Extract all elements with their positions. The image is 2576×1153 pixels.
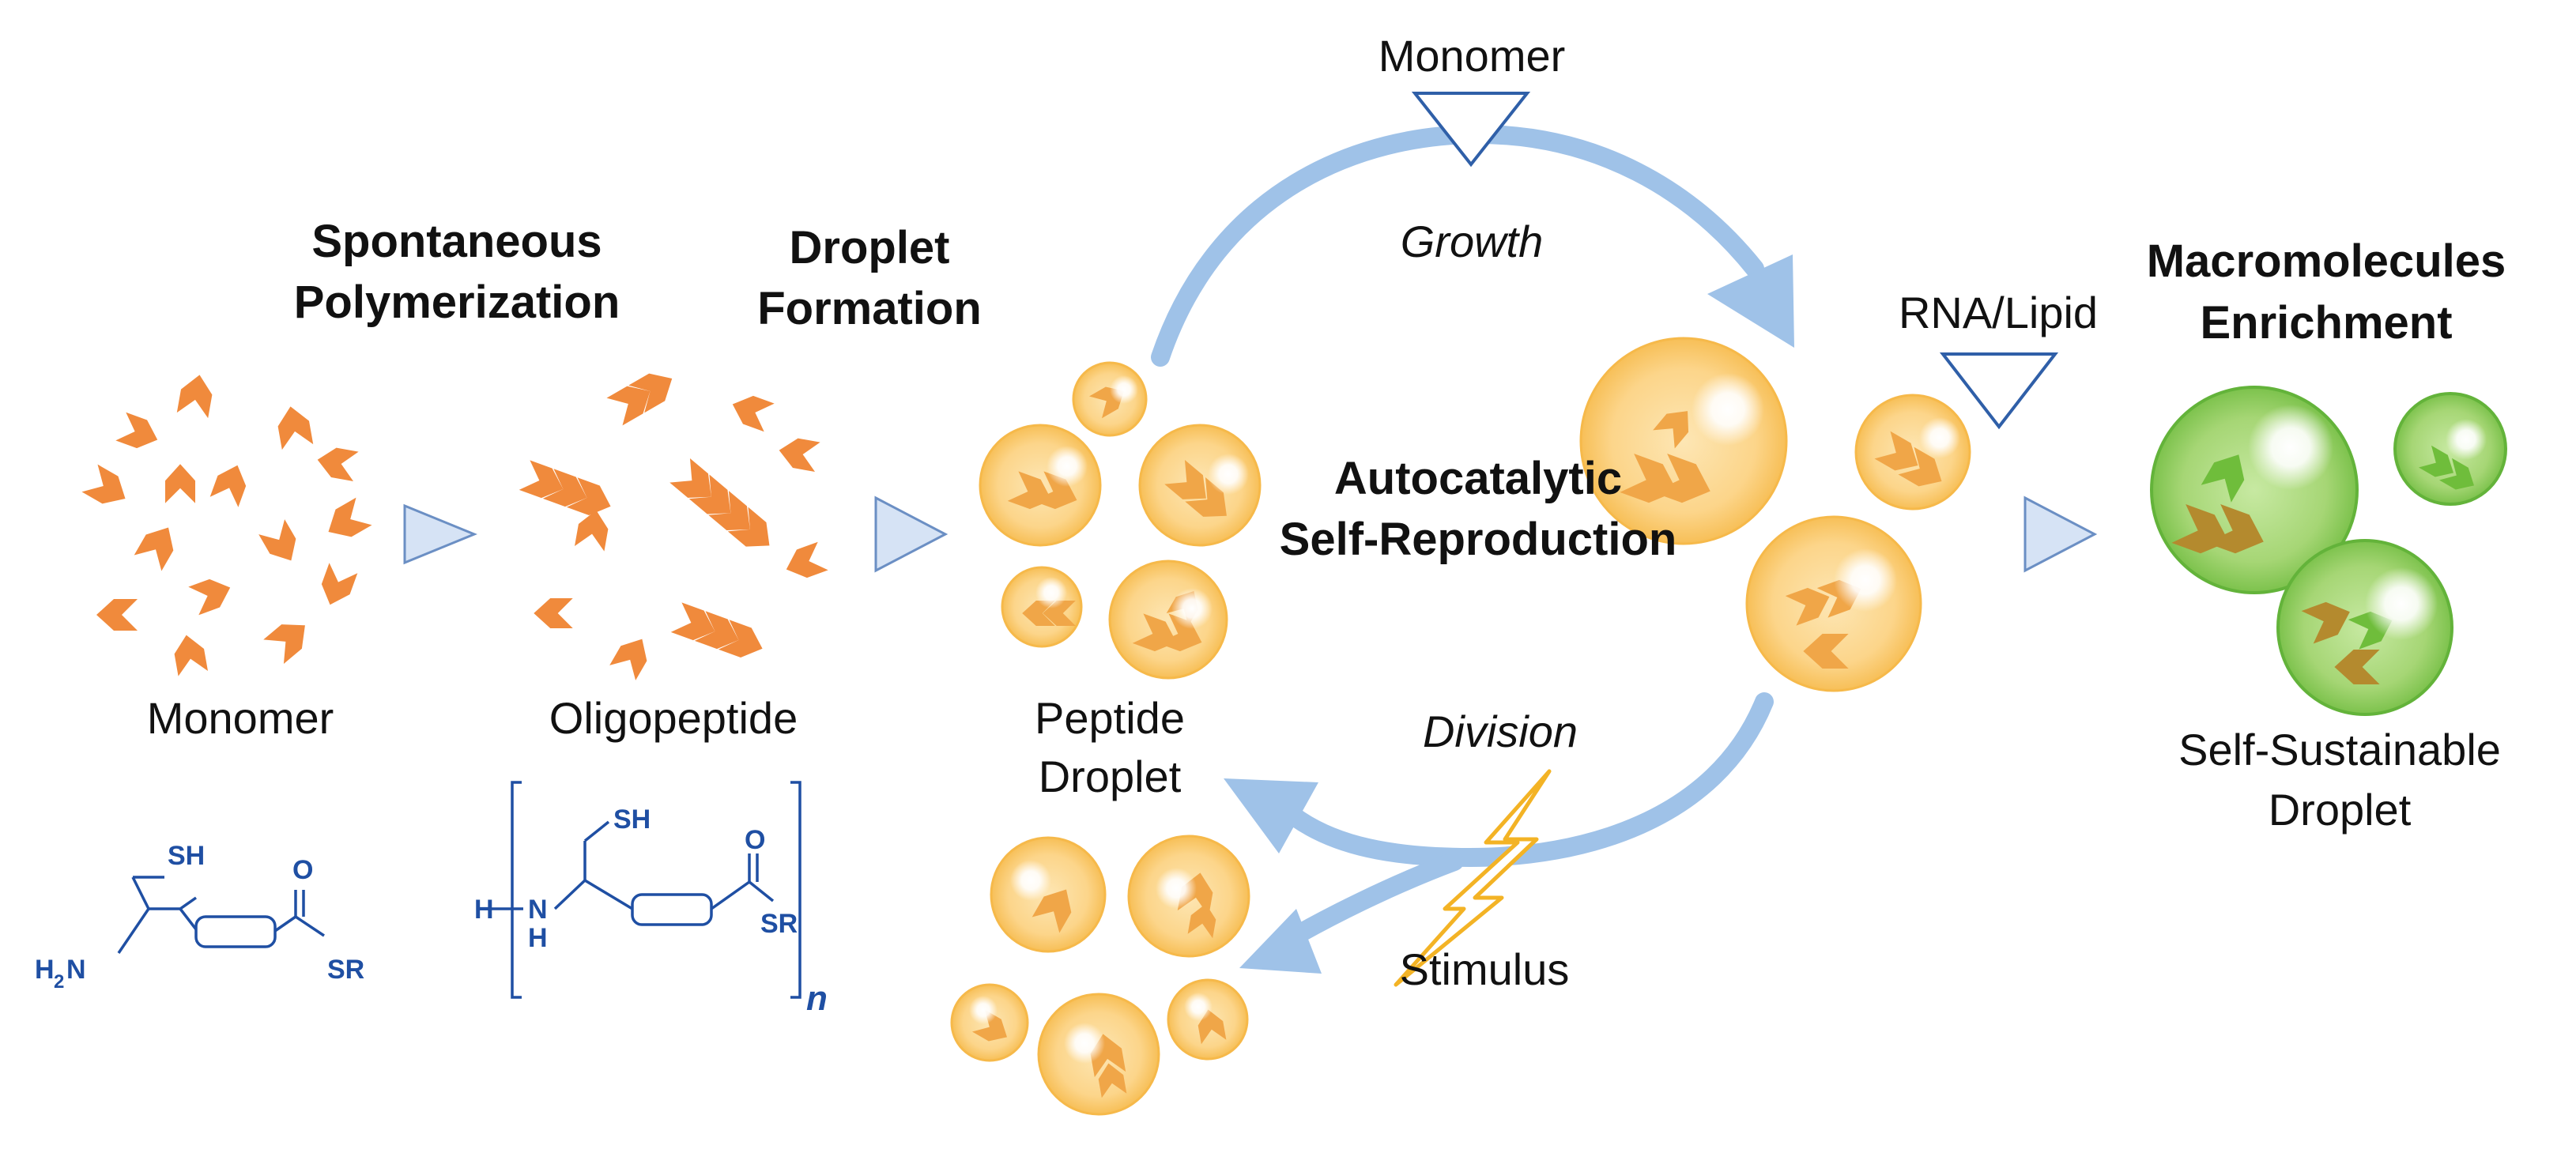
oligo-amide-h: H [528,923,548,953]
polymerization-title-line1: Spontaneous [311,216,602,267]
oligopeptide-structure [492,781,801,999]
division-label: Division [1423,706,1578,756]
stage-arrow-3 [2023,495,2098,573]
stage-arrow-1 [403,503,477,565]
rna-lipid-input-triangle [1939,352,2059,430]
divided-droplet-group [950,835,1250,1116]
monomer-carbonyl-o: O [292,855,313,885]
oligopeptide-cluster [519,364,828,680]
monomer-sh-label: SH [168,841,205,871]
monomer-structure [117,876,325,954]
monomer-label: Monomer [147,693,334,743]
stimulus-bolt-icon [1394,769,1552,987]
monomer-amine-sub: 2 [54,971,64,993]
enrichment-title-line1: Macromolecules [2147,235,2506,287]
self-sustainable-droplet-group [2150,386,2507,716]
oligo-thioester: SR [760,909,798,939]
self-sustainable-label-line2: Droplet [2269,785,2412,835]
stimulus-label: Stimulus [1400,944,1570,994]
peptide-droplet-label-line1: Peptide [1035,693,1185,743]
polymerization-title-line2: Polymerization [294,277,620,328]
self-reproduction-title-line2: Self-Reproduction [1280,514,1677,565]
peptide-droplet-group [979,361,1262,680]
monomer-cluster [81,371,372,676]
monomer-amine-h: H [35,955,55,985]
oligo-sh-label: SH [613,804,651,835]
oligopeptide-label: Oligopeptide [549,693,798,743]
oligo-amide-n: N [528,895,548,925]
stage-arrow-2 [874,495,949,573]
oligo-terminal-h: H [474,895,494,925]
monomer-input-triangle [1411,92,1531,168]
self-sustainable-label-line1: Self-Sustainable [2178,725,2501,774]
growth-label: Growth [1401,217,1544,266]
enrichment-title-line2: Enrichment [2200,297,2452,349]
grown-droplet-group [1579,337,1971,692]
monomer-thioester: SR [327,955,364,985]
monomer-amine-n: N [66,955,86,985]
oligo-repeat-n: n [806,979,828,1018]
peptide-droplet-label-line2: Droplet [1039,752,1182,801]
self-reproduction-title-line1: Autocatalytic [1334,453,1622,504]
oligo-carbonyl-o: O [745,825,765,855]
rna-lipid-label: RNA/Lipid [1899,288,2098,337]
droplet-formation-title-line1: Droplet [790,222,950,273]
monomer-input-label: Monomer [1379,31,1566,81]
droplet-formation-title-line2: Formation [757,283,982,334]
